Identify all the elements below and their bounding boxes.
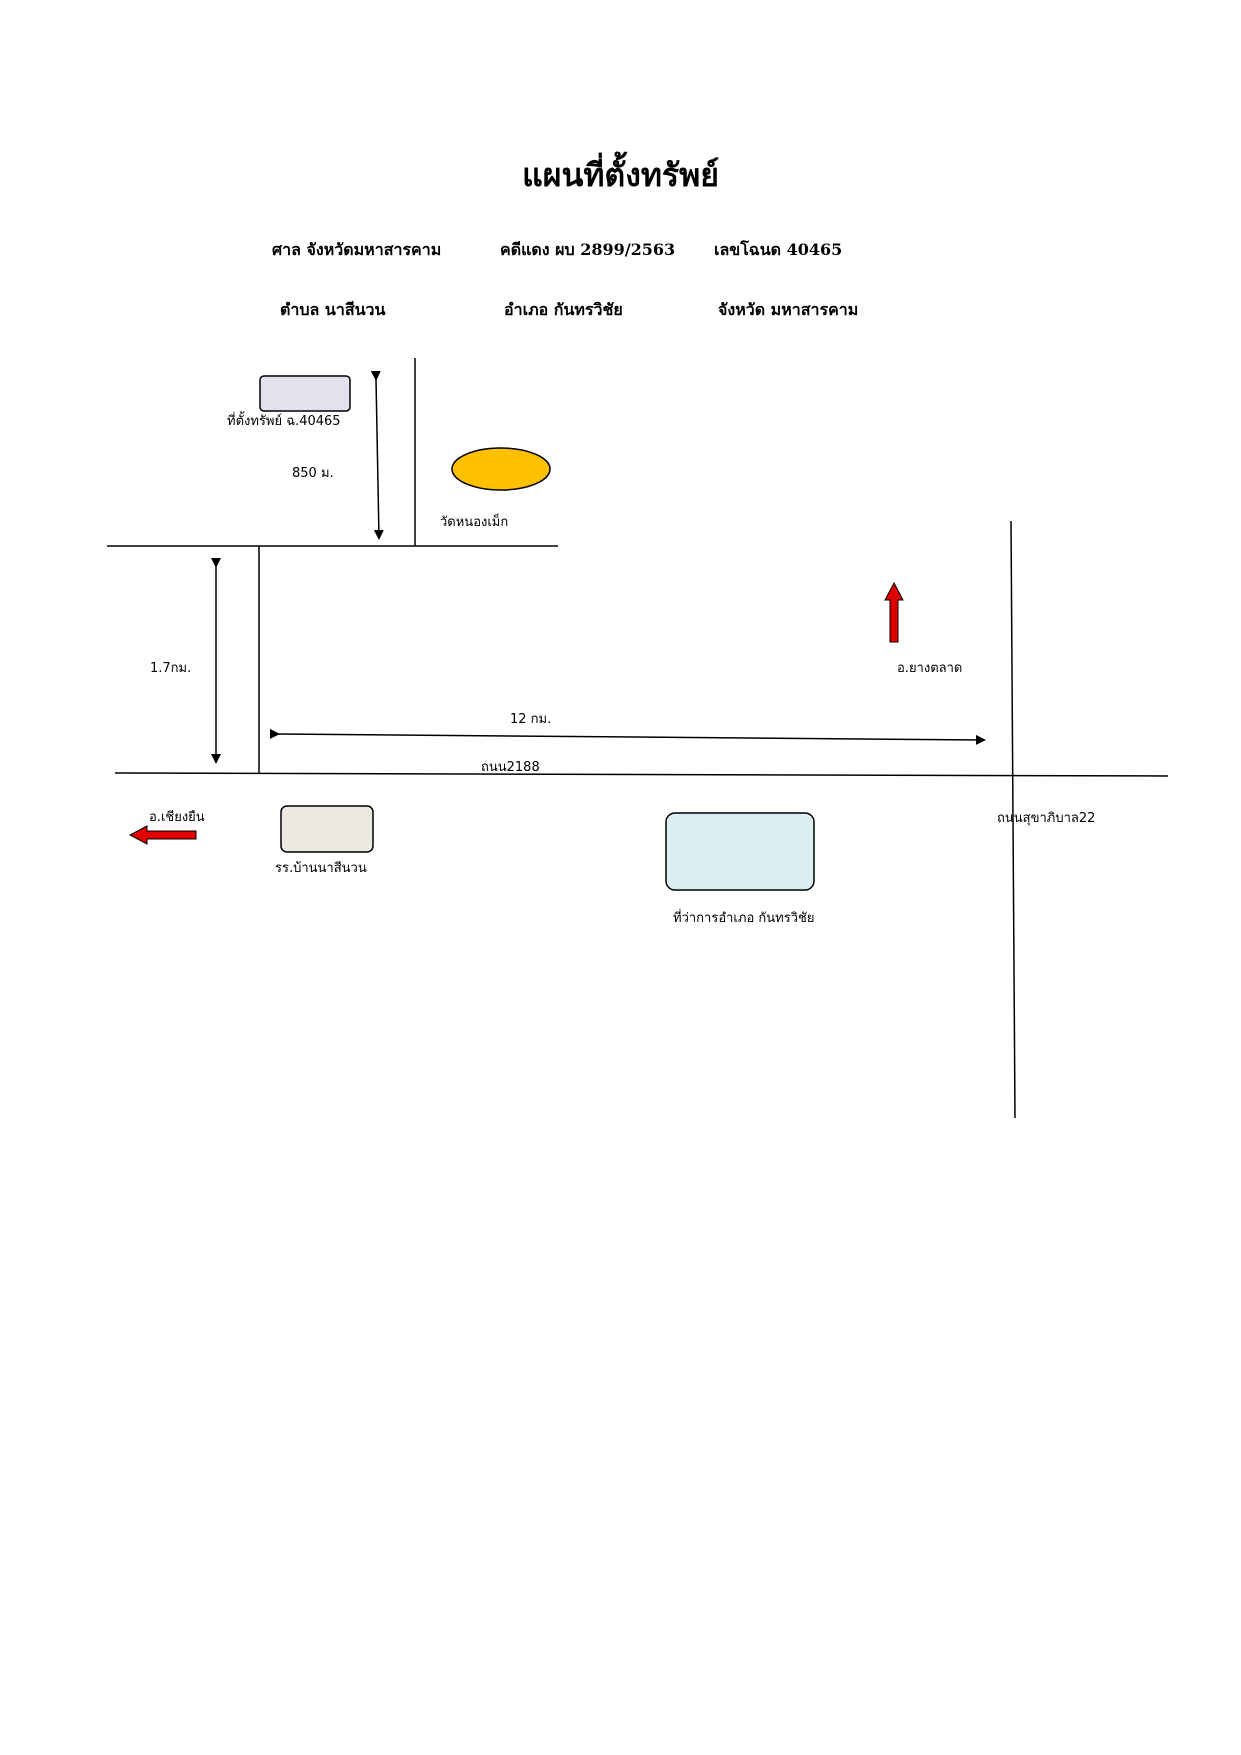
property-label: ที่ตั้งทรัพย์ ฉ.40465 [227, 414, 341, 429]
district-label: อำเภอ กันทรวิชัย [504, 300, 623, 319]
yang-talat-direction-arrow [884, 581, 904, 643]
chiang-yuen-label: อ.เชียงยืน [149, 810, 205, 825]
distance-17-label: 1.7กม. [150, 661, 192, 676]
case-number: คดีแดง ผบ 2899/2563 [500, 240, 676, 259]
road-sukhaphiban [1010, 520, 1016, 1119]
distance-850-arrow [370, 370, 384, 540]
school-label: รร.บ้านนาสีนวน [275, 861, 367, 876]
court-label: ศาล จังหวัดมหาสารคาม [272, 240, 442, 259]
distance-12-arrow [269, 728, 986, 745]
distance-850-label: 850 ม. [292, 466, 334, 481]
distance-12-label: 12 กม. [510, 712, 552, 727]
sukhaphiban-road-label: ถนนสุขาภิบาล22 [997, 811, 1096, 826]
school-marker [280, 805, 374, 853]
deed-number: เลขโฉนด 40465 [714, 240, 843, 259]
page-title: แผนที่ตั้งทรัพย์ [522, 156, 719, 194]
road-2188 [114, 772, 1169, 777]
temple-label: วัดหนองเม็ก [440, 515, 509, 530]
subdistrict-label: ตำบล นาสีนวน [280, 300, 386, 319]
temple-marker [451, 447, 551, 491]
district-office-label: ที่ว่าการอำเภอ กันทรวิชัย [673, 911, 815, 926]
province-label: จังหวัด มหาสารคาม [718, 300, 859, 319]
road-2188-label: ถนน2188 [481, 760, 540, 775]
property-marker [259, 375, 351, 412]
chiang-yuen-direction-arrow [128, 825, 197, 845]
yang-talat-label: อ.ยางตลาด [897, 661, 963, 676]
district-office-marker [665, 812, 815, 891]
